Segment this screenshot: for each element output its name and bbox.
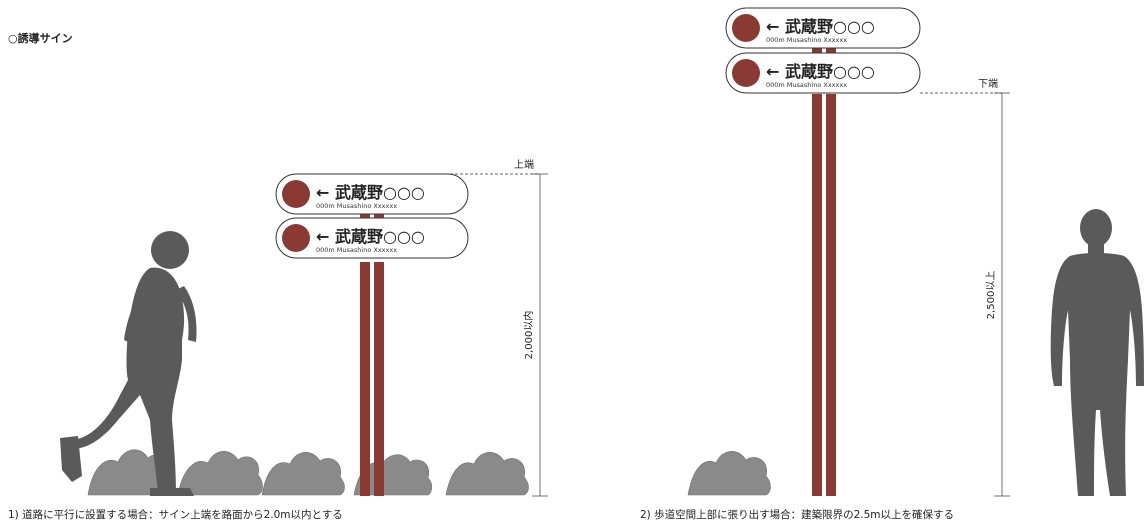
sign-panel-right-2: ← 武蔵野○○○ 000m Musashino Xxxxxx [725,52,921,94]
standing-man-silhouette [1050,209,1144,496]
panel-sub-text: 000m Musashino Xxxxxx [316,246,397,254]
panel-main-text: ← 武蔵野○○○ [766,17,875,36]
sign-panel-left-2: ← 武蔵野○○○ 000m Musashino Xxxxxx [275,217,469,259]
dimension-left [430,173,548,497]
sign-panel-left-1: ← 武蔵野○○○ 000m Musashino Xxxxxx [275,173,469,215]
caption-right: 2) 歩道空間上部に張り出す場合：建築限界の2.5m以上を確保する [640,509,955,521]
panel-main-text: ← 武蔵野○○○ [316,227,425,246]
shrub-group-left [87,449,529,496]
panel-sub-text: 000m Musashino Xxxxxx [766,36,847,44]
panel-sub-text: 000m Musashino Xxxxxx [316,202,397,210]
caption-left: 1) 道路に平行に設置する場合：サイン上端を路面から2.0m以内とする [8,509,343,521]
post-left [360,213,384,496]
runner-silhouette [60,231,197,496]
dimension-label-right: 2,500以上 [985,271,997,320]
shrub-right [687,451,771,496]
section-heading: ○誘導サイン [8,32,73,45]
sign-panel-right-1: ← 武蔵野○○○ 000m Musashino Xxxxxx [725,7,921,49]
bottom-end-label: 下端 [978,77,998,90]
panel-main-text: ← 武蔵野○○○ [316,183,425,202]
panel-sub-text: 000m Musashino Xxxxxx [766,81,847,89]
panel-main-text: ← 武蔵野○○○ [766,62,875,81]
dimension-right [920,92,1010,497]
top-end-label: 上端 [514,158,534,171]
dimension-label-left: 2,000以内 [522,311,535,360]
post-right [812,48,836,496]
